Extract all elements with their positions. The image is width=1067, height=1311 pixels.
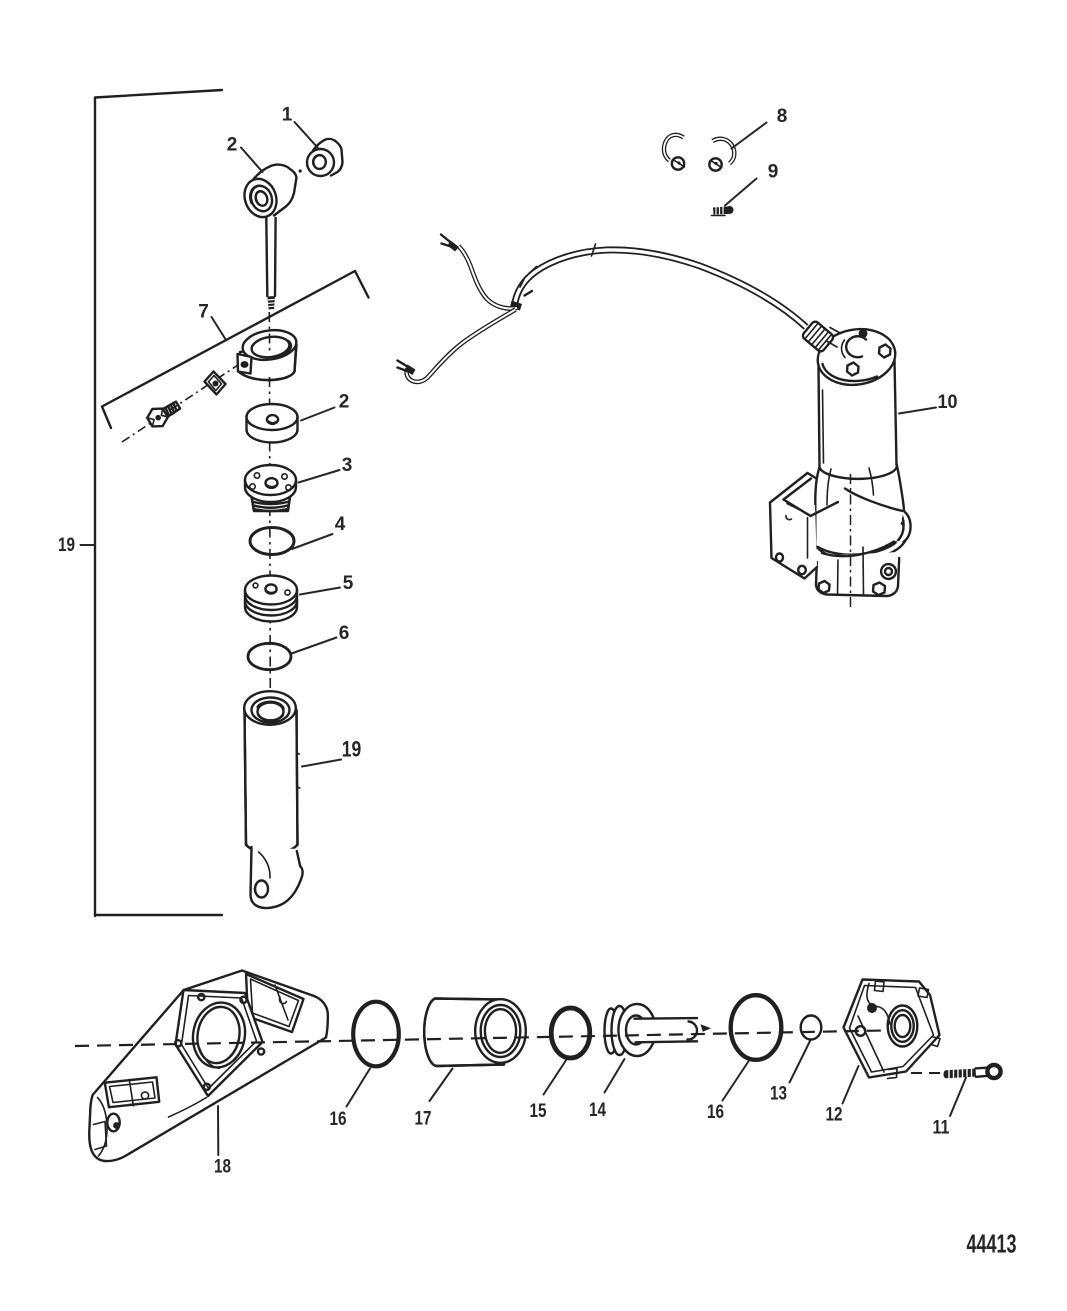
svg-text:44413: 44413 [967, 1228, 1017, 1258]
svg-text:11: 11 [933, 1118, 950, 1139]
svg-text:2: 2 [227, 135, 238, 156]
svg-text:14: 14 [589, 1100, 606, 1121]
svg-text:19: 19 [342, 737, 362, 762]
svg-text:15: 15 [530, 1101, 547, 1122]
svg-text:12: 12 [826, 1105, 843, 1126]
svg-text:16: 16 [707, 1102, 724, 1123]
svg-text:7: 7 [198, 302, 209, 323]
svg-text:8: 8 [777, 106, 788, 127]
svg-text:2: 2 [339, 392, 350, 413]
svg-text:16: 16 [330, 1109, 347, 1130]
svg-text:13: 13 [770, 1084, 787, 1105]
svg-text:17: 17 [415, 1109, 432, 1130]
svg-text:10: 10 [938, 392, 958, 413]
svg-text:19: 19 [58, 535, 75, 556]
svg-text:5: 5 [343, 573, 354, 594]
svg-text:9: 9 [768, 162, 779, 183]
svg-text:1: 1 [282, 105, 293, 126]
svg-text:18: 18 [214, 1157, 231, 1178]
svg-text:3: 3 [342, 455, 353, 476]
svg-text:4: 4 [335, 514, 346, 535]
svg-text:6: 6 [339, 623, 350, 644]
